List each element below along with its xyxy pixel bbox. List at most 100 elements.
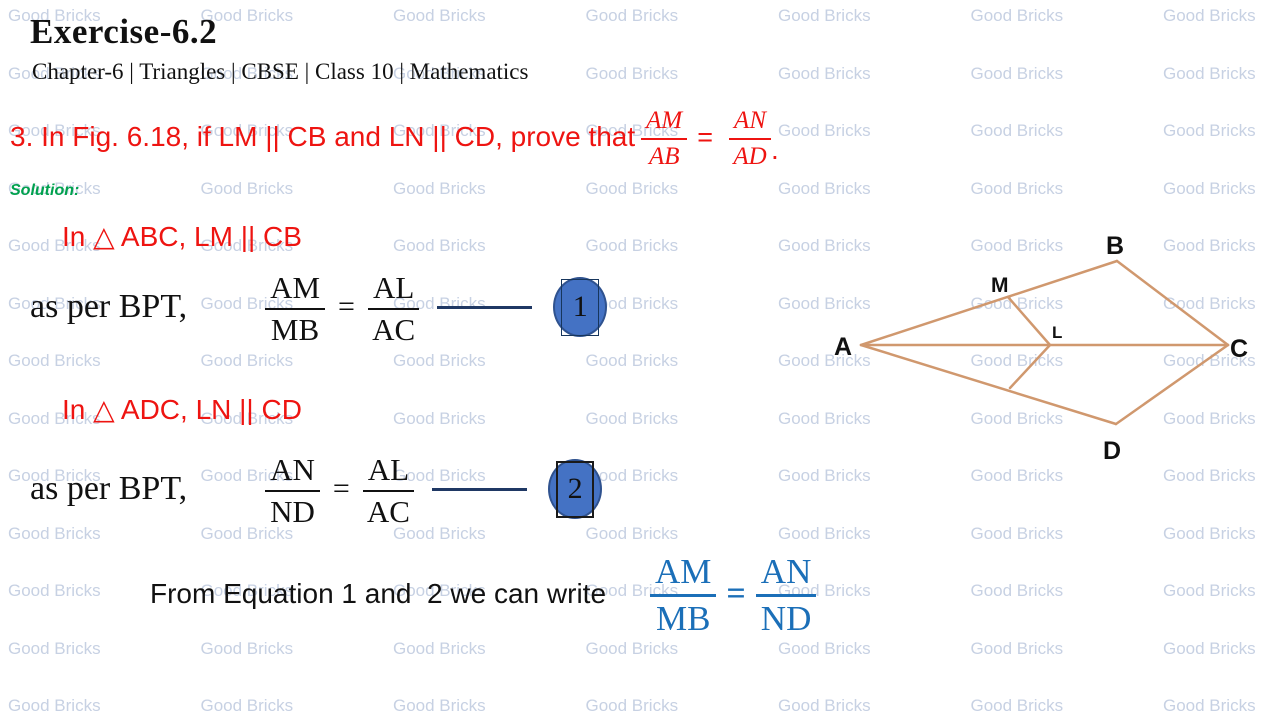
fraction-denominator: AB [648, 142, 680, 170]
connector-line [437, 305, 533, 309]
fraction-denominator: ND [270, 493, 315, 529]
equals-sign: = [338, 290, 355, 323]
watermark-text: Good Bricks [8, 696, 101, 715]
equation-tag-2: 2 [548, 459, 603, 519]
watermark-text: Good Bricks [970, 523, 1064, 543]
page-subtitle: Chapter-6 | Triangles | CBSE | Class 10 … [32, 59, 529, 84]
fraction-denominator: MB [655, 599, 711, 638]
segment-LN [1008, 343, 1052, 390]
watermark-text: Good Bricks [1163, 581, 1256, 600]
watermark-text: Good Bricks [1163, 696, 1256, 715]
watermark-text: Good Bricks [970, 178, 1064, 198]
point-label-L: L [1052, 323, 1062, 342]
watermark-text: Good Bricks [778, 523, 871, 543]
watermark-text: Good Bricks [778, 6, 871, 25]
fraction-denominator: MB [270, 311, 320, 347]
step2-equation: as per BPT, AN ND = AL AC 2 [30, 448, 603, 530]
vertex-label-C: C [1230, 335, 1248, 363]
watermark-text: Good Bricks [393, 178, 486, 198]
tag-textbox-outline [556, 461, 595, 518]
geometry-figure: A B C D M L [834, 232, 1248, 465]
problem-fraction-rhs: AN AD [729, 106, 771, 169]
equation1-fraction-rhs: AL AC [367, 270, 420, 347]
watermark-text: Good Bricks [1163, 523, 1256, 543]
equation-tag-1: 1 [553, 277, 608, 337]
watermark-text: Good Bricks [778, 121, 871, 140]
fraction-denominator: AD [733, 142, 767, 170]
watermark-text: Good Bricks [393, 236, 486, 255]
step1-equation: as per BPT, AM MB = AL AC 1 [30, 266, 608, 348]
watermark-text: Good Bricks [970, 63, 1064, 83]
watermark-text: Good Bricks [1163, 121, 1256, 140]
watermark-text: Good Bricks [778, 63, 871, 83]
page-title: Exercise-6.2 [30, 12, 218, 51]
watermark-text: Good Bricks [200, 351, 294, 370]
watermark-text: Good Bricks [1163, 6, 1256, 25]
watermark-text: Good Bricks [200, 696, 294, 715]
segment-LM [1006, 295, 1052, 347]
watermark-text: Good Bricks [970, 696, 1064, 715]
fraction-denominator: AC [372, 311, 416, 347]
step2-statement: In △ ADC, LN || CD [62, 394, 302, 425]
conclusion-fraction-lhs: AM MB [650, 552, 717, 638]
equals-sign: = [697, 121, 714, 152]
watermark-text: Good Bricks [8, 351, 101, 370]
solution-label: Solution: [10, 182, 80, 199]
fraction-denominator: AC [366, 493, 410, 529]
period: . [771, 134, 779, 165]
vertex-label-D: D [1103, 437, 1121, 465]
watermark-text: Good Bricks [200, 178, 294, 198]
conclusion-text: From Equation 1 and 2 we can write [150, 578, 607, 609]
watermark-text: Good Bricks [778, 696, 871, 715]
watermark-text: Good Bricks [970, 581, 1064, 600]
fraction-numerator: AN [265, 452, 320, 492]
watermark-text: Good Bricks [8, 638, 101, 658]
watermark-text: Good Bricks [778, 178, 871, 198]
equation-number: 2 [567, 472, 583, 505]
watermark-text: Good Bricks [393, 408, 486, 428]
equation1-fraction-lhs: AM MB [265, 270, 326, 347]
connector-line [432, 487, 528, 491]
bpt-prefix: as per BPT, [30, 288, 188, 325]
segment-DA [859, 343, 1118, 426]
bpt-prefix: as per BPT, [30, 470, 188, 507]
watermark-text: Good Bricks [8, 581, 101, 600]
problem-fraction-lhs: AM AB [641, 106, 688, 170]
watermark-text: Good Bricks [585, 6, 679, 25]
watermark-text: Good Bricks [585, 178, 679, 198]
equals-sign: = [332, 472, 350, 505]
watermark-text: Good Bricks [1163, 178, 1256, 198]
fraction-numerator: AM [641, 106, 688, 140]
fraction-numerator: AL [367, 270, 420, 310]
watermark-text: Good Bricks [393, 6, 486, 25]
vertex-label-B: B [1106, 232, 1124, 260]
watermark-text: Good Bricks [970, 6, 1064, 25]
watermark-text: Good Bricks [585, 408, 679, 428]
conclusion-row: From Equation 1 and 2 we can write AM MB… [150, 548, 817, 640]
equals-sign: = [726, 575, 746, 612]
watermark-text: Good Bricks [970, 121, 1064, 140]
watermark-text: Good Bricks [585, 236, 679, 255]
equation2-fraction-lhs: AN ND [265, 452, 320, 527]
watermark-text: Good Bricks [393, 638, 486, 658]
watermark-text: Good Bricks [393, 351, 486, 370]
watermark-text: Good Bricks [585, 63, 679, 83]
equation2-fraction-rhs: AL AC [362, 452, 415, 529]
problem-statement: 3. In Fig. 6.18, if LM || CB and LN || C… [10, 100, 779, 174]
problem-text: 3. In Fig. 6.18, if LM || CB and LN || C… [10, 121, 636, 152]
watermark-text: Good Bricks [393, 696, 486, 715]
fraction-numerator: AN [755, 552, 817, 597]
fraction-denominator: ND [760, 599, 812, 638]
fraction-numerator: AM [650, 552, 717, 597]
segment-BC [1115, 259, 1230, 347]
equation-number: 1 [572, 290, 588, 323]
conclusion-fraction-rhs: AN ND [755, 552, 817, 638]
step1-statement: In △ ABC, LM || CB [62, 221, 302, 252]
segment-CD [1114, 343, 1230, 426]
watermark-text: Good Bricks [200, 638, 294, 658]
point-label-M: M [991, 274, 1009, 297]
segment-AB [859, 259, 1119, 347]
watermark-text: Good Bricks [1163, 63, 1256, 83]
watermark-text: Good Bricks [585, 351, 679, 370]
